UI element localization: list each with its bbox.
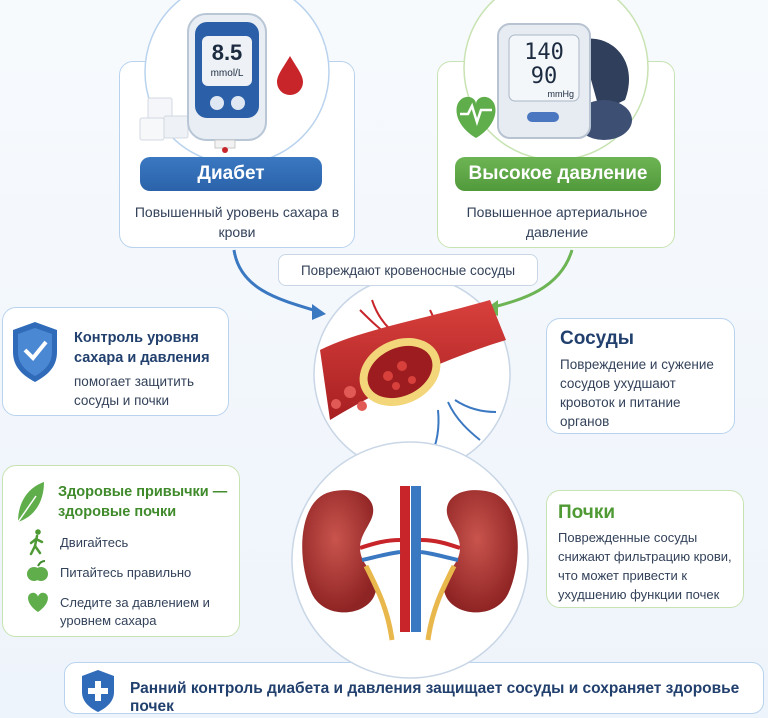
habit-item: Двигайтесь [60,535,129,550]
vessels-card [546,318,735,434]
kidneys-card [546,490,744,608]
kidneys-text: Поврежденные сосуды снижают фильтрацию к… [558,530,732,602]
shield-check-icon [13,322,57,382]
kidneys-illustration [291,441,529,679]
blood-drop-icon [277,56,303,95]
meter-unit: mmol/L [210,68,244,79]
right-kidney [443,490,518,613]
vessels-text: Повреждение и сужение сосудов ухудшают к… [560,357,714,429]
diastolic-value: 90 [530,64,558,89]
arrow-pressure-to-vessel [489,249,574,310]
habit-item: Следите за давлением и уровнем сахара [60,595,210,628]
sugar-cubes-icon [139,97,189,141]
left-ureter [363,564,395,641]
vessels-title: Сосуды [560,328,635,349]
aorta [400,486,410,632]
apple-icon [27,560,48,581]
meter-button-left [210,96,224,110]
diabetes-description: Повышенный уровень сахара в крови [134,204,340,240]
shield-plus-icon [82,670,114,712]
walking-icon [29,529,44,556]
arrow-diabetes-to-vessel [232,249,321,314]
systolic-value: 140 [524,40,564,65]
habits-title: Здоровые привычки — здоровые почки [58,484,228,520]
habit-item: Питайтесь правильно [60,565,192,580]
glucometer-illustration [139,0,330,165]
right-ureter [425,564,457,641]
cuff [580,38,629,112]
banner-text: Ранний контроль диабета и давления защищ… [130,680,740,715]
damage-label: Повреждают кровеносные сосуды [278,254,538,286]
vena-cava [411,486,421,632]
kidneys-title: Почки [558,502,616,523]
meter-button-right [231,96,245,110]
pressure-unit: mmHg [547,89,575,99]
blood-vessel-illustration [313,275,511,473]
pressure-description: Повышенное артериальное давление [466,204,648,240]
left-kidney [302,490,377,613]
tonometer-illustration [456,0,649,161]
heart-icon [28,592,48,612]
diabetes-title: Диабет [140,157,322,191]
control-text: помогает защитить сосуды и почки [74,374,195,408]
control-title: Контроль уровня сахара и давления [74,330,210,366]
meter-screen [202,36,252,86]
meter-value: 8.5 [211,40,243,65]
pressure-title: Высокое давление [455,157,661,191]
tonometer-screen [508,34,580,102]
tonometer-button [527,112,559,122]
